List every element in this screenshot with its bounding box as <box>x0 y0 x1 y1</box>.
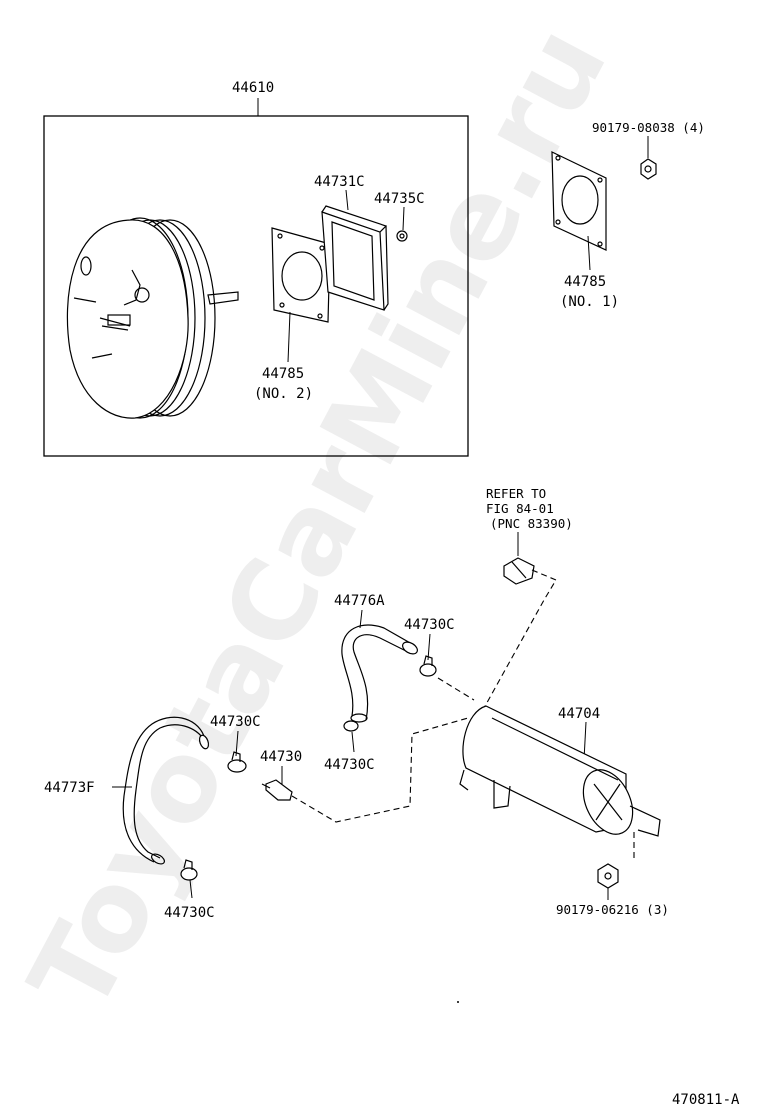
label-44730c-middle: 44730C <box>324 757 375 773</box>
nut-44735c-drawing <box>396 230 408 242</box>
clamp-upper-drawing <box>419 655 437 677</box>
label-44731c: 44731C <box>314 174 365 190</box>
label-44735c: 44735C <box>374 191 425 207</box>
clamp-middle-drawing <box>343 720 359 732</box>
connection-clamp-tank <box>437 677 475 701</box>
label-no2: (NO. 2) <box>254 386 313 402</box>
label-44773f: 44773F <box>44 780 95 796</box>
nut-90179-08038-drawing <box>640 158 657 180</box>
gasket-no2-drawing <box>271 227 331 323</box>
clamp-bottom-drawing <box>180 859 198 881</box>
label-44730c-upper: 44730C <box>404 617 455 633</box>
label-44730c-bottom: 44730C <box>164 905 215 921</box>
label-44785-no2: 44785 <box>262 366 304 382</box>
brake-booster-drawing <box>66 217 239 419</box>
connection-valve-tank <box>291 717 469 823</box>
label-refer-pnc: (PNC 83390) <box>490 516 573 531</box>
label-refer-to: REFER TO <box>486 486 546 501</box>
figure-code: 470811-A <box>672 1092 740 1108</box>
dot-mark <box>457 1001 459 1003</box>
check-valve-drawing <box>261 779 293 801</box>
clamp-left-drawing <box>227 751 247 773</box>
assembly-frame <box>43 115 469 457</box>
label-44730c-left: 44730C <box>210 714 261 730</box>
label-44610: 44610 <box>232 80 274 96</box>
label-44730: 44730 <box>260 749 302 765</box>
gasket-44731c-drawing <box>321 205 389 311</box>
label-90179-08038: 90179-08038 (4) <box>592 120 705 135</box>
vacuum-tank-drawing <box>459 705 661 837</box>
label-44704: 44704 <box>558 706 600 722</box>
gasket-no1-drawing <box>551 151 607 251</box>
label-44776a: 44776A <box>334 593 385 609</box>
booster-assembly-group: 44610 44785 (NO. 2) <box>43 80 469 457</box>
label-refer-fig: FIG 84-01 <box>486 501 554 516</box>
label-90179-06216: 90179-06216 (3) <box>556 902 669 917</box>
label-44785-no1: 44785 <box>564 274 606 290</box>
nut-90179-06216-drawing <box>597 863 619 889</box>
connection-switch-tank <box>483 569 557 709</box>
hose-44776a-drawing <box>341 624 418 723</box>
label-no1: (NO. 1) <box>560 294 619 310</box>
hose-44773f-drawing <box>122 716 210 865</box>
vacuum-switch-drawing <box>503 557 535 585</box>
